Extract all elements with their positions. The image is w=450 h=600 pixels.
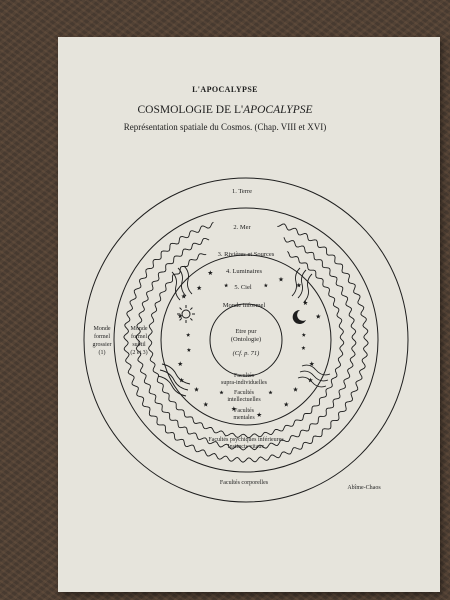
label-ment-1: Facultés: [234, 408, 255, 414]
star-icon: [278, 276, 284, 282]
page-title: COSMOLOGIE DE L'APOCALYPSE: [0, 104, 450, 116]
label-subtil-3: subtil: [132, 342, 146, 348]
label-cf-page: (Cf. p. 71): [233, 350, 260, 357]
label-mer: 2. Mer: [233, 224, 251, 231]
label-psy-1: Facultés psychiques inférieures: [208, 436, 284, 443]
label-grossier-3: grossier: [93, 342, 112, 348]
star-icon: [296, 282, 302, 288]
river-lower-right: [297, 364, 331, 388]
label-supra-1: Facultés: [234, 373, 255, 379]
printed-page: [58, 37, 440, 592]
star-icon: [196, 285, 202, 291]
title-italic: APOCALYPSE: [243, 104, 313, 116]
label-terre: 1. Terre: [232, 188, 252, 195]
label-rivieres: 3. Rivières et Sources: [218, 251, 275, 258]
star-icon: [177, 361, 183, 366]
label-monde-informel: Monde informel: [223, 302, 266, 309]
river-upper-right: [291, 267, 313, 303]
label-intel-1: Facultés: [234, 390, 255, 396]
label-subtil-2: formel: [131, 333, 147, 340]
label-ciel: 5. Ciel: [234, 284, 252, 291]
star-icon: [194, 386, 199, 392]
label-ontologie: (Ontologie): [231, 336, 261, 343]
label-subtil-1: Monde: [131, 326, 148, 332]
star-icon: [177, 313, 183, 319]
moon-icon: [292, 309, 306, 324]
star-icon: [283, 401, 289, 407]
star-icon: [231, 406, 237, 411]
star-icon: [309, 361, 315, 366]
label-abime: Abîme-Chaos: [347, 485, 381, 491]
star-icon: [293, 386, 298, 392]
star-icon: [181, 293, 187, 299]
label-ment-2: mentales: [233, 415, 255, 421]
label-psy-2: Instincts vitaux: [228, 444, 265, 450]
star-icon: [268, 390, 273, 395]
river-upper-left: [171, 265, 193, 301]
label-luminaires: 4. Luminaires: [226, 268, 263, 275]
star-icon: [186, 347, 191, 352]
label-intel-2: intellectuelles: [227, 397, 261, 403]
star-icon: [224, 283, 229, 288]
sun-icon: [177, 305, 195, 323]
waves-mer-2: [135, 237, 357, 451]
waves-rivieres: [147, 251, 345, 439]
star-icon: [301, 345, 306, 350]
star-icon: [219, 390, 224, 395]
label-grossier-4: (1): [99, 349, 106, 356]
page-subtitle: Représentation spatiale du Cosmos. (Chap…: [123, 122, 327, 132]
star-icon: [301, 332, 306, 337]
star-icon: [203, 401, 209, 407]
river-lower-left: [157, 363, 191, 397]
star-icon: [302, 300, 308, 305]
page-header: L'APOCALYPSE: [192, 85, 258, 94]
waves-mer: [123, 221, 369, 463]
label-corporelles: Facultés corporelles: [220, 480, 269, 486]
ring-outer: [83, 177, 409, 503]
label-supra-2: supra-individuelles: [221, 380, 268, 386]
star-icon: [207, 270, 213, 275]
ring-terre: [113, 207, 379, 473]
label-grossier-2: formel: [94, 333, 110, 340]
star-icon: [315, 313, 321, 319]
star-icon: [186, 332, 191, 337]
label-grossier-1: Monde: [94, 326, 111, 332]
star-icon: [256, 412, 262, 417]
label-subtil-4: (2 et 3): [130, 349, 147, 356]
star-icon: [263, 283, 268, 288]
ring-subtil: [160, 254, 332, 426]
label-etre-pur: Etre pur: [235, 328, 257, 335]
title-main: COSMOLOGIE DE L': [137, 104, 244, 116]
ring-etre-pur: [209, 303, 283, 377]
